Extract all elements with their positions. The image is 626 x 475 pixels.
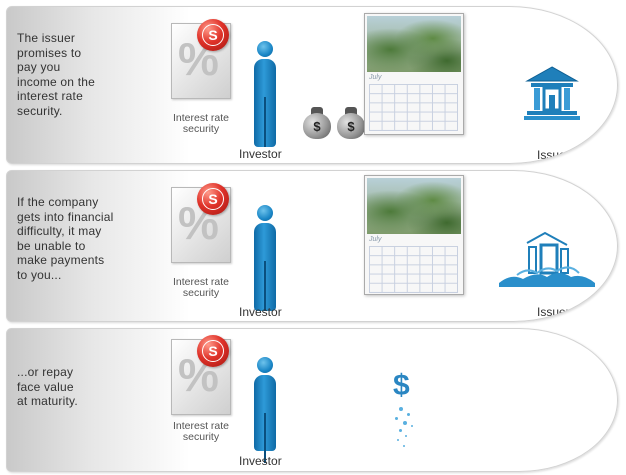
investor-figure-icon bbox=[251, 41, 279, 147]
dollar-badge-icon: S bbox=[197, 335, 229, 367]
calendar-month: July bbox=[369, 74, 382, 81]
panel-description: The issuer promises to pay you income on… bbox=[17, 31, 95, 118]
investor-figure-icon bbox=[251, 357, 279, 463]
investor-label: Investor bbox=[239, 454, 282, 468]
calendar-grid bbox=[369, 84, 458, 131]
security-label: Interest rate security bbox=[172, 276, 230, 299]
issuer-label: Issuer bbox=[537, 148, 570, 162]
calendar-photo bbox=[367, 178, 461, 234]
panel-description: If the company gets into financial diffi… bbox=[17, 195, 114, 282]
bank-icon bbox=[521, 63, 583, 125]
badge-symbol: S bbox=[202, 24, 224, 46]
panel-difficulty: If the company gets into financial diffi… bbox=[6, 170, 618, 322]
money-bag-symbol: $ bbox=[303, 113, 331, 139]
panel-promise: The issuer promises to pay you income on… bbox=[6, 6, 618, 164]
investor-label: Investor bbox=[239, 305, 282, 319]
security-label: Interest rate security bbox=[172, 420, 230, 443]
fading-dollar-symbol: $ bbox=[393, 369, 410, 402]
money-bag-icon: $ bbox=[337, 107, 365, 139]
issuer-label: Issuer bbox=[537, 305, 570, 319]
money-bag-icon: $ bbox=[303, 107, 331, 139]
badge-symbol: S bbox=[202, 188, 224, 210]
dollar-badge-icon: S bbox=[197, 183, 229, 215]
calendar-grid bbox=[369, 246, 458, 293]
dissolving-dollar-icon: $ bbox=[387, 369, 427, 449]
security-label: Interest rate security bbox=[172, 112, 230, 135]
calendar-month: July bbox=[369, 236, 382, 243]
calendar-icon: July bbox=[364, 175, 464, 295]
investor-label: Investor bbox=[239, 147, 282, 161]
dollar-badge-icon: S bbox=[197, 19, 229, 51]
panel-description: ...or repay face value at maturity. bbox=[17, 365, 78, 408]
calendar-icon: July bbox=[364, 13, 464, 135]
money-bag-symbol: $ bbox=[337, 113, 365, 139]
panel-maturity: ...or repay face value at maturity. % S … bbox=[6, 328, 618, 472]
collapsing-bank-icon bbox=[497, 223, 597, 293]
calendar-photo bbox=[367, 16, 461, 72]
badge-symbol: S bbox=[202, 340, 224, 362]
investor-figure-icon bbox=[251, 205, 279, 311]
